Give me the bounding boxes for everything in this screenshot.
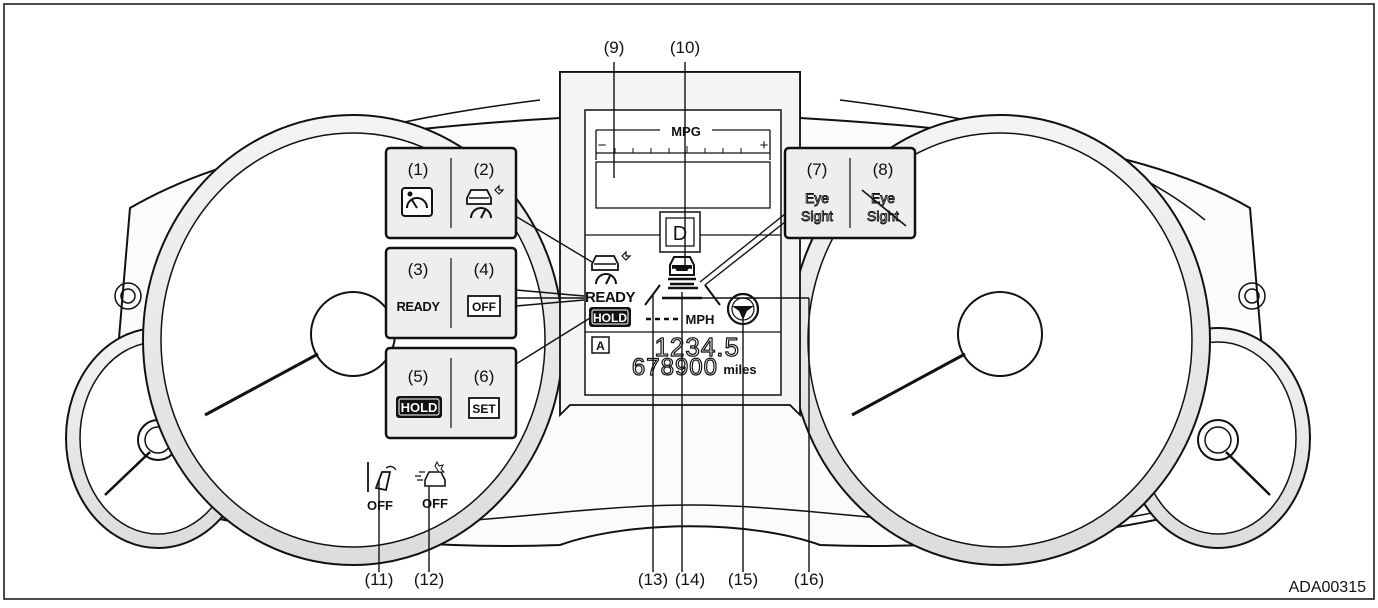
info-panel	[595, 161, 771, 209]
callout-11: (11)	[365, 570, 394, 589]
trip-a-label: A	[596, 339, 605, 353]
cruise-control-icon	[401, 187, 433, 217]
off-indicator: OFF	[472, 300, 496, 314]
callout-box-3-4: (3) (4) READY OFF	[384, 246, 518, 340]
callout-12: (12)	[414, 570, 444, 589]
callout-6: (6)	[474, 367, 495, 386]
lead-vehicle-icon	[668, 256, 696, 286]
eyesight-off-slash	[861, 189, 907, 227]
callout-8: (8)	[873, 160, 894, 179]
eyesight-sight: Sight	[801, 208, 833, 224]
trip-value: 1234.5	[654, 332, 740, 362]
mpg-bar-graph: MPG − +	[585, 124, 781, 236]
hold-indicator: HOLD	[401, 400, 438, 415]
figure-id: ADA00315	[1289, 579, 1366, 596]
gear-letter: D	[673, 223, 687, 245]
eyesight-off-sight: Sight	[867, 208, 899, 224]
set-indicator: SET	[472, 402, 496, 416]
callout-10: (10)	[670, 38, 700, 57]
mpg-plus: +	[760, 137, 769, 154]
callout-3: (3)	[408, 260, 429, 279]
display-ready-text: READY	[585, 289, 636, 306]
callout-5: (5)	[408, 367, 429, 386]
callout-box-5-6: (5) (6) HOLD SET	[384, 346, 518, 440]
gear-indicator: D	[659, 211, 701, 253]
callout-4: (4)	[474, 260, 495, 279]
callout-2: (2)	[474, 160, 495, 179]
icon12-off-text: OFF	[422, 496, 448, 511]
mph-label: MPH	[686, 312, 715, 327]
display-hold-text: HOLD	[593, 311, 627, 325]
mpg-label: MPG	[671, 124, 701, 139]
callout-box-7-8: (7) (8) Eye Sight Eye Sight	[783, 146, 917, 240]
callout-1: (1)	[408, 160, 429, 179]
callout-13: (13)	[638, 570, 668, 589]
odometer-area: A 1234.5 678900 miles	[585, 331, 781, 382]
callout-7: (7)	[807, 160, 828, 179]
callout-16: (16)	[794, 570, 824, 589]
callout-15: (15)	[728, 570, 758, 589]
callout-14: (14)	[675, 570, 705, 589]
callout-box-1-2: (1) (2)	[384, 146, 518, 240]
display-hold-badge: HOLD	[589, 307, 631, 327]
leader-lines	[378, 62, 810, 572]
acc-icon	[466, 184, 505, 219]
icon11-off-text: OFF	[367, 498, 393, 513]
ready-indicator: READY	[396, 299, 440, 314]
cruise-car-gauge-icon	[591, 250, 632, 285]
callout-9: (9)	[604, 38, 625, 57]
mpg-minus: −	[598, 137, 607, 154]
eyesight-off-eye: Eye	[871, 190, 895, 206]
eyesight-eye: Eye	[805, 190, 829, 206]
odometer-unit: miles	[723, 362, 756, 377]
odometer-value: 678900	[632, 354, 718, 381]
lane-display: MPH	[644, 284, 721, 327]
